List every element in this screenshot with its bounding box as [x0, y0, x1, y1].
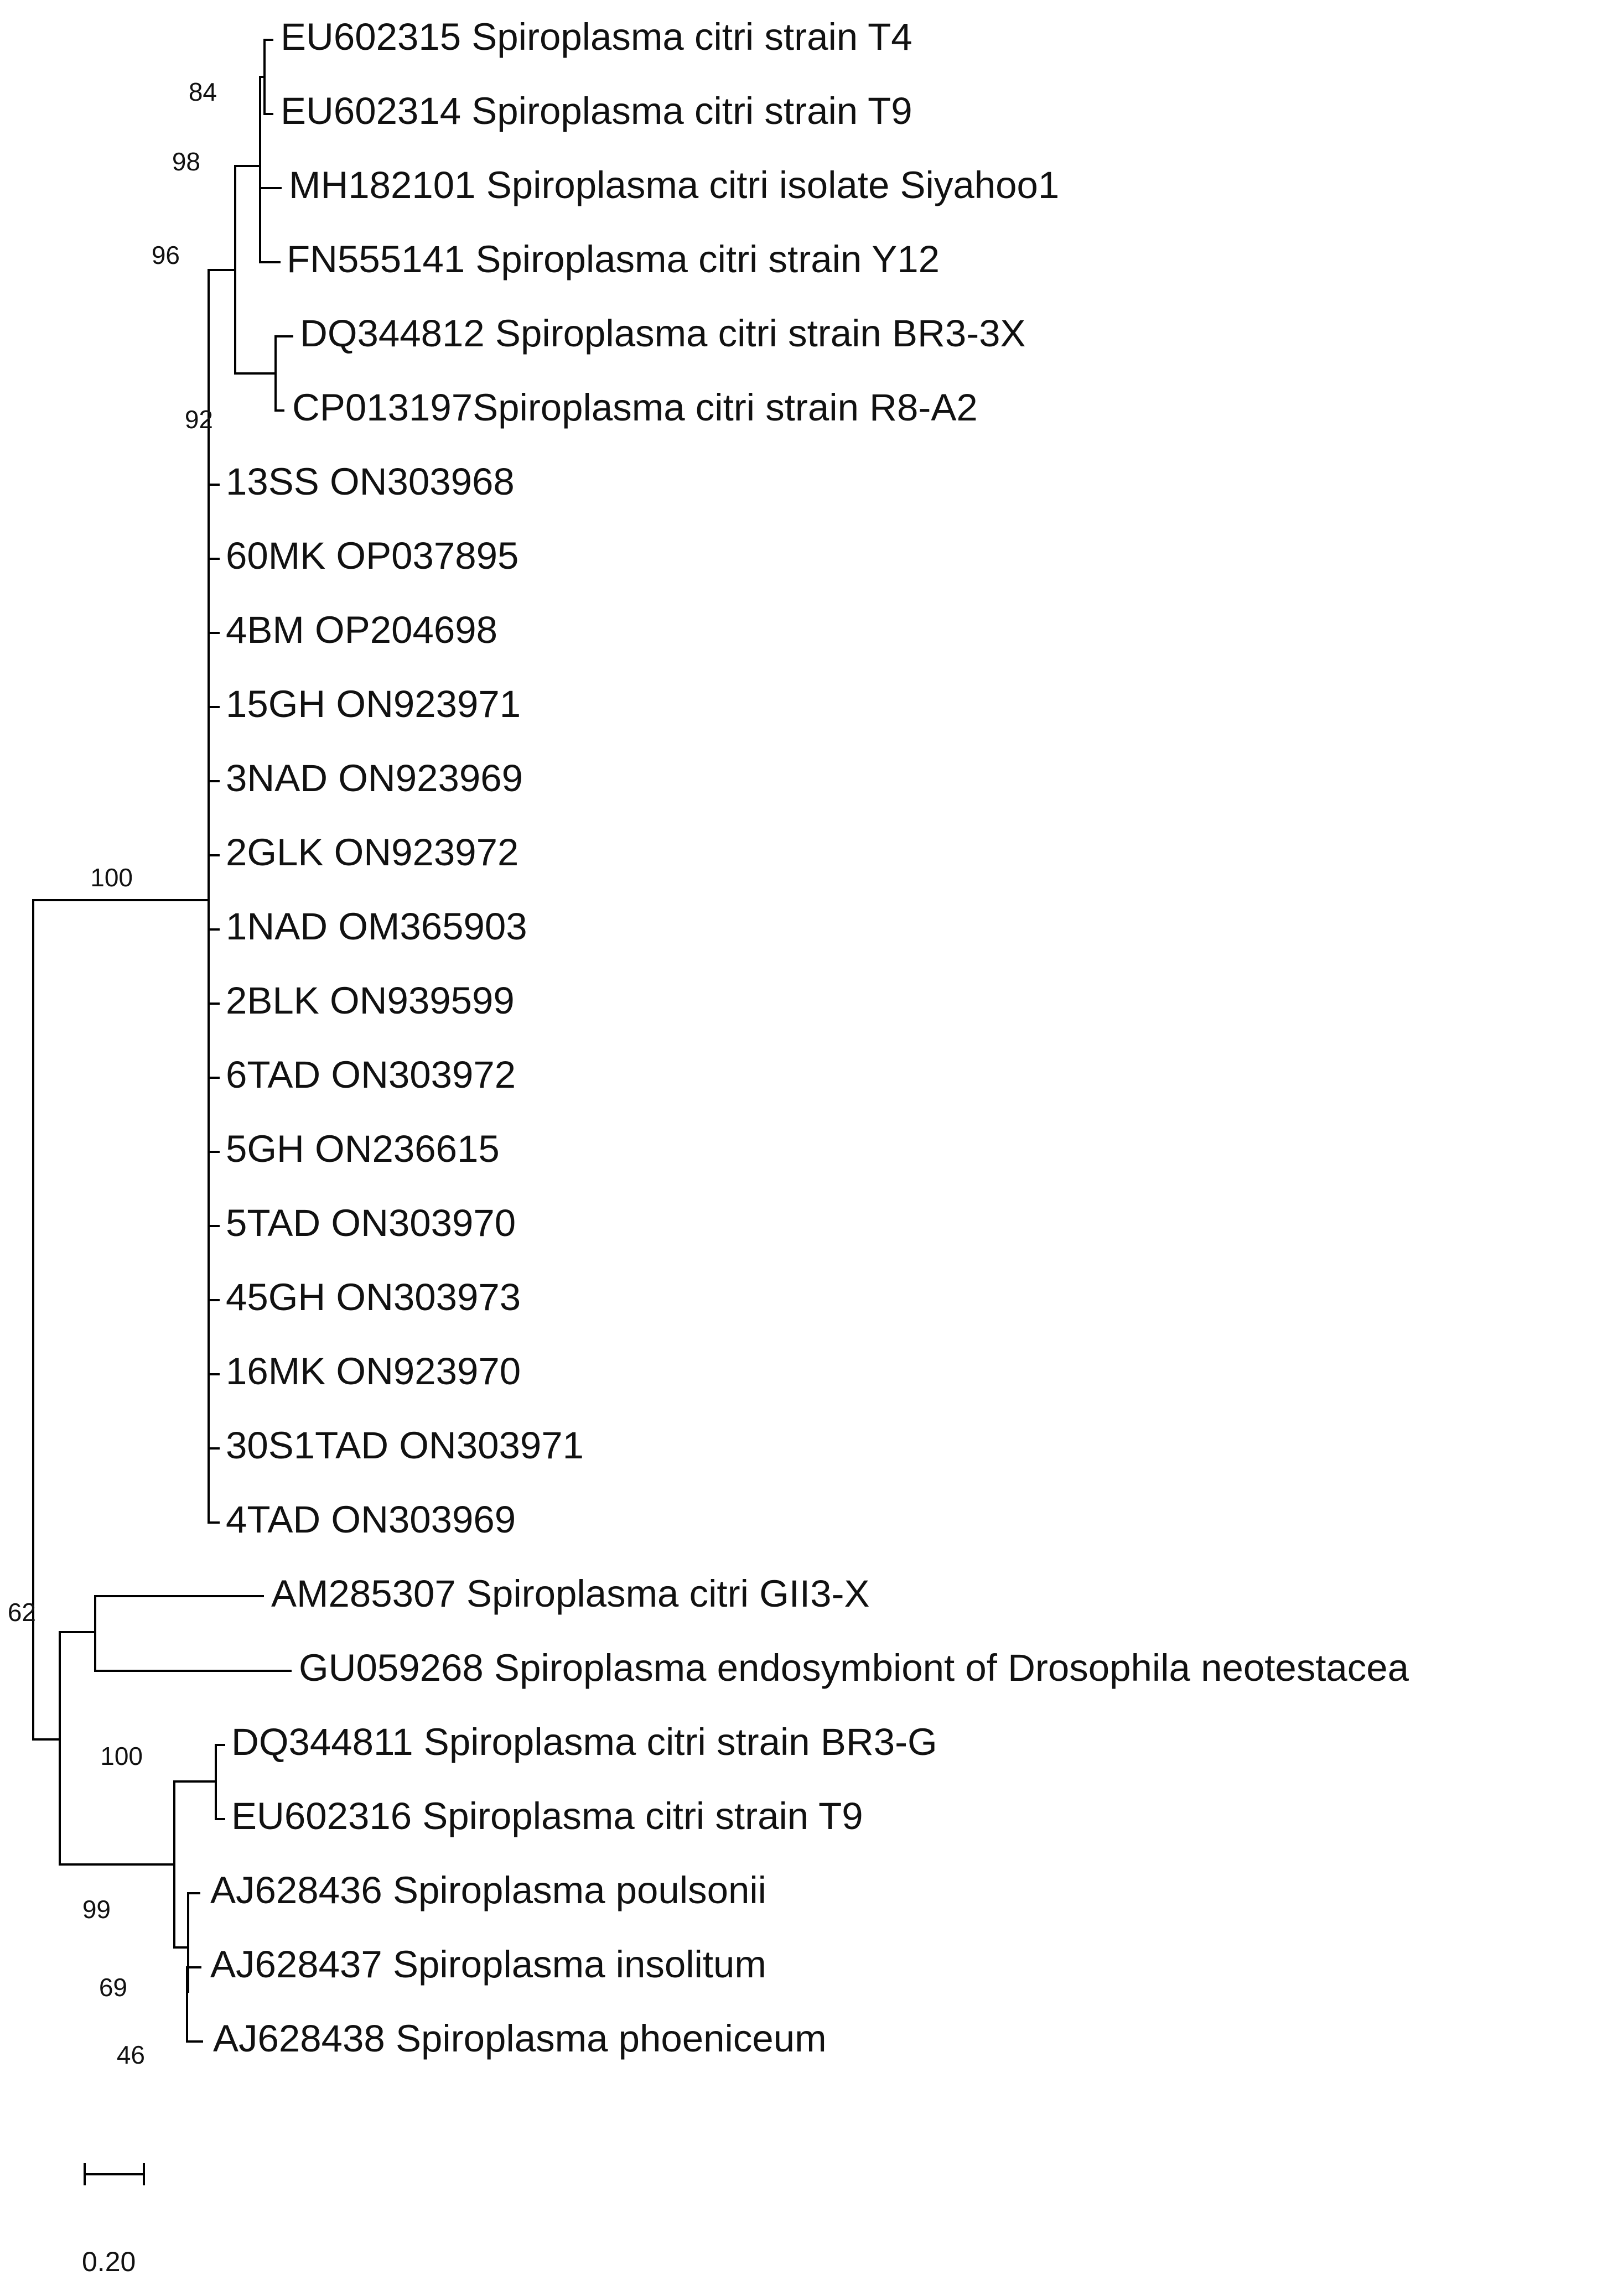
taxon-label: DQ344812 Spiroplasma citri strain BR3-3X: [300, 312, 1026, 355]
taxon-label: EU602316 Spiroplasma citri strain T9: [231, 1795, 863, 1837]
taxon-label: AJ628438 Spiroplasma phoeniceum: [213, 2017, 827, 2060]
bootstrap-value: 100: [90, 863, 133, 892]
taxon-label: 5GH ON236615: [226, 1128, 500, 1170]
taxon-label: DQ344811 Spiroplasma citri strain BR3-G: [231, 1721, 937, 1763]
taxon-label: EU602315 Spiroplasma citri strain T4: [281, 15, 912, 58]
taxon-label: 60MK OP037895: [226, 534, 518, 577]
taxon-label: 5TAD ON303970: [226, 1202, 516, 1244]
taxon-label: 15GH ON923971: [226, 683, 521, 725]
taxon-labels: EU602315 Spiroplasma citri strain T4 EU60…: [210, 15, 1409, 2060]
taxon-label: 16MK ON923970: [226, 1350, 521, 1393]
bootstrap-value: 96: [152, 241, 180, 269]
bootstrap-values: 84 98 96 92 100 62 100 99 69 46: [8, 77, 217, 2069]
taxon-label: MH182101 Spiroplasma citri isolate Siyah…: [289, 164, 1059, 206]
taxon-label: FN555141 Spiroplasma citri strain Y12: [287, 238, 940, 280]
taxon-label: GU059268 Spiroplasma endosymbiont of Dro…: [299, 1646, 1409, 1689]
bootstrap-value: 92: [185, 405, 213, 434]
bootstrap-value: 98: [172, 147, 200, 176]
bootstrap-value: 69: [99, 1973, 127, 2002]
bootstrap-value: 62: [8, 1598, 36, 1627]
taxon-label: 4TAD ON303969: [226, 1498, 516, 1541]
taxon-label: 6TAD ON303972: [226, 1053, 516, 1096]
bootstrap-value: 46: [117, 2040, 145, 2069]
taxon-label: CP013197Spiroplasma citri strain R8-A2: [292, 386, 978, 429]
taxon-label: 2BLK ON939599: [226, 979, 515, 1022]
tree-branches: [32, 39, 293, 2043]
taxon-label: 13SS ON303968: [226, 460, 515, 503]
bootstrap-value: 99: [82, 1895, 111, 1924]
scale-bar-label: 0.20: [82, 2246, 136, 2277]
taxon-label: EU602314 Spiroplasma citri strain T9: [281, 90, 912, 132]
scale-bar: 0.20: [82, 2163, 145, 2277]
taxon-label: AJ628437 Spiroplasma insolitum: [210, 1943, 766, 1986]
taxon-label: 1NAD OM365903: [226, 905, 527, 948]
taxon-label: 2GLK ON923972: [226, 831, 518, 874]
bootstrap-value: 84: [189, 77, 217, 106]
taxon-label: AJ628436 Spiroplasma poulsonii: [210, 1869, 766, 1911]
taxon-label: AM285307 Spiroplasma citri GII3-X: [271, 1572, 869, 1615]
taxon-label: 4BM OP204698: [226, 609, 497, 651]
bootstrap-value: 100: [100, 1742, 143, 1770]
taxon-label: 45GH ON303973: [226, 1276, 521, 1318]
taxon-label: 3NAD ON923969: [226, 757, 523, 799]
taxon-label: 30S1TAD ON303971: [226, 1424, 584, 1467]
